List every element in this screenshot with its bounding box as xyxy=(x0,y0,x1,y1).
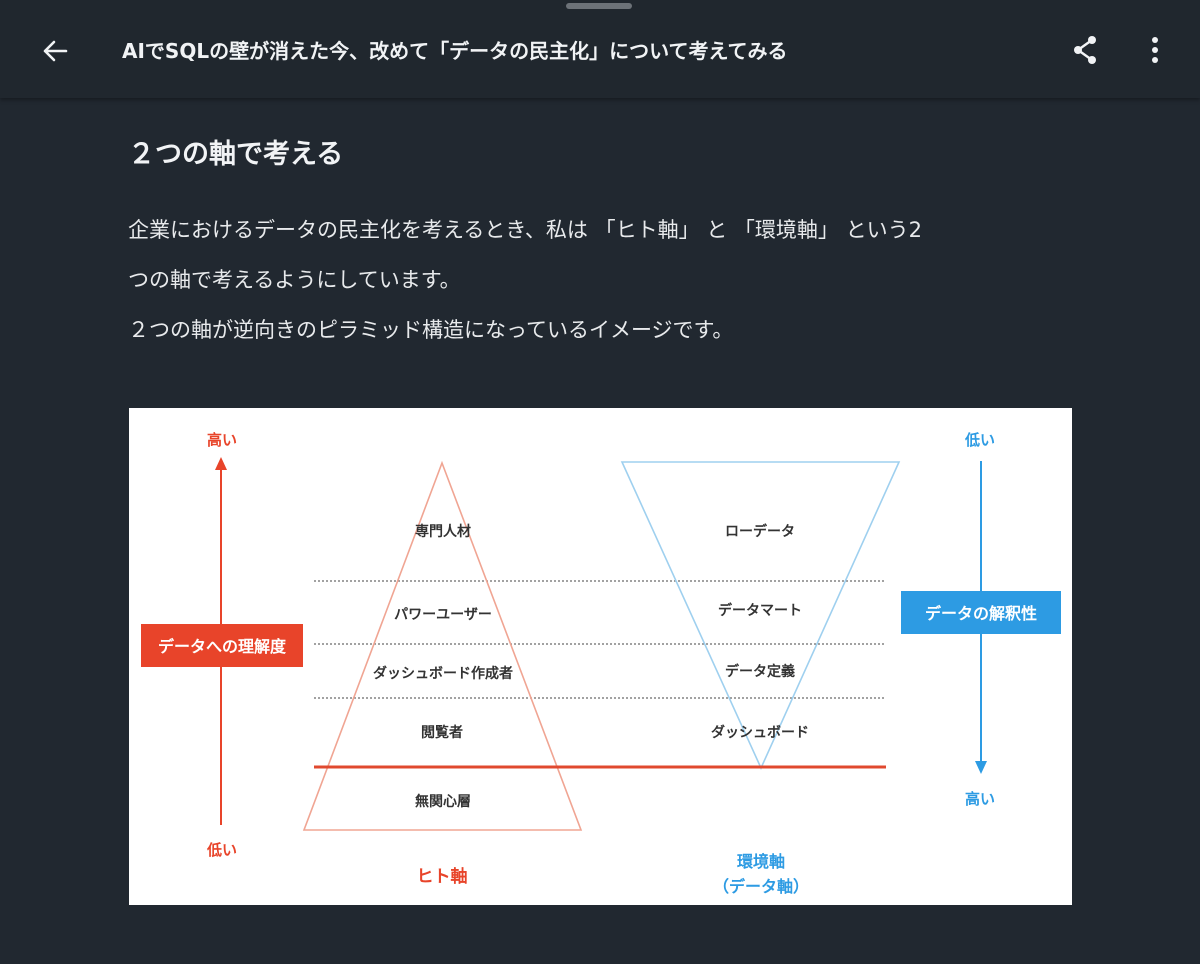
right-axis-top-label: 低い xyxy=(964,431,995,449)
pyramid-level-label: ダッシュボード作成者 xyxy=(373,665,513,682)
hito-pyramid xyxy=(302,460,583,831)
kankyo-inverted-pyramid xyxy=(620,461,901,770)
inverted-pyramid-level-label: ローデータ xyxy=(725,523,795,540)
back-button[interactable] xyxy=(34,30,76,72)
paragraph-line: 企業におけるデータの民主化を考えるとき、私は 「ヒト軸」 と 「環境軸」 という… xyxy=(128,218,922,242)
left-axis-label: データへの理解度 xyxy=(158,637,287,656)
pyramid-level-label: 閲覧者 xyxy=(421,724,463,741)
pyramid-level-label: 専門人材 xyxy=(415,523,471,540)
right-axis-arrowhead xyxy=(975,761,987,774)
page-title: AIでSQLの壁が消えた今、改めて「データの民主化」について考えてみる xyxy=(122,39,788,63)
inverted-pyramid-level-label: データマート xyxy=(718,602,802,619)
inverted-pyramid-level-label: データ定義 xyxy=(725,663,795,680)
section-heading: ２つの軸で考える xyxy=(128,139,344,170)
inverted-pyramid-level-label: ダッシュボード xyxy=(711,724,809,741)
kankyo-axis-label: 環境軸 xyxy=(737,852,785,871)
paragraph-line: ２つの軸が逆向きのピラミッド構造になっているイメージです。 xyxy=(128,318,734,342)
app-bar: AIでSQLの壁が消えた今、改めて「データの民主化」について考えてみる xyxy=(0,0,1200,98)
left-axis-label-box xyxy=(141,624,303,667)
pyramid-diagram: 高い 低い データへの理解度 低い 高い データの解釈性 専門人材 パワーユーザ… xyxy=(129,408,1072,905)
more-options-button[interactable] xyxy=(1138,30,1172,70)
kankyo-axis-sublabel: （データ軸） xyxy=(713,877,809,896)
pyramid-level-label: 無関心層 xyxy=(415,793,471,810)
paragraph-line: つの軸で考えるようにしています。 xyxy=(128,268,461,292)
share-icon xyxy=(1074,36,1096,64)
right-axis-label: データの解釈性 xyxy=(925,604,1037,623)
left-axis-bottom-label: 低い xyxy=(206,841,237,859)
drag-handle[interactable] xyxy=(566,3,632,9)
right-axis-bottom-label: 高い xyxy=(965,790,995,808)
arrow-left-icon xyxy=(43,40,68,62)
right-axis-label-box xyxy=(901,591,1061,634)
left-axis-top-label: 高い xyxy=(207,431,237,449)
left-axis-arrowhead xyxy=(215,457,227,470)
share-button[interactable] xyxy=(1066,30,1104,70)
hito-axis-label: ヒト軸 xyxy=(417,866,468,887)
more-vert-icon xyxy=(1152,37,1158,63)
pyramid-level-label: パワーユーザー xyxy=(394,607,492,623)
